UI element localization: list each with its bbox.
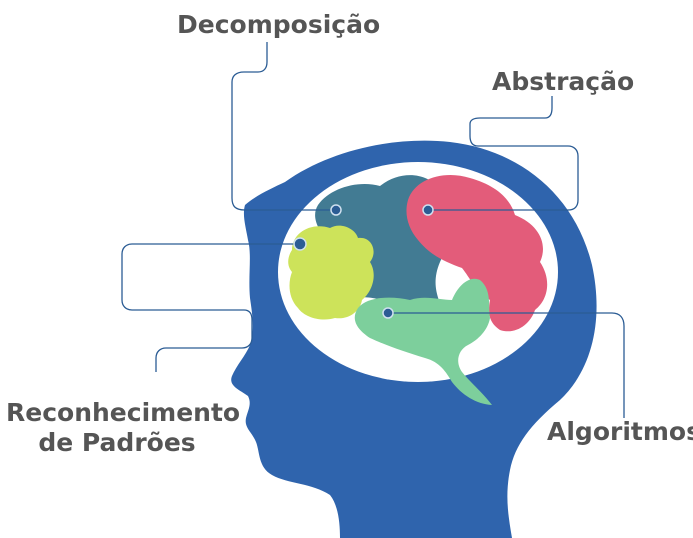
connector-reconhecimento	[121, 243, 300, 372]
label-abstracao: Abstração	[492, 67, 635, 96]
label-reconhecimento-line1: Reconhecimento	[6, 398, 241, 427]
connector-lines	[121, 42, 625, 418]
reconhecimento-lobe	[288, 225, 374, 320]
label-algoritmos: Algoritmos	[547, 417, 693, 446]
label-decomposicao: Decomposição	[177, 10, 381, 39]
connector-algoritmos	[388, 312, 625, 418]
dot-algoritmos	[382, 307, 394, 319]
dot-decomposicao	[330, 204, 342, 216]
connector-decomposicao	[231, 42, 336, 211]
dot-abstracao	[422, 204, 434, 216]
label-reconhecimento-de-padroes: Reconhecimento de Padrões	[6, 398, 241, 458]
label-reconhecimento-line2: de Padrões	[38, 428, 196, 457]
abstracao-lobe	[406, 174, 548, 332]
dot-reconhecimento	[293, 237, 307, 251]
connector-abstracao	[428, 96, 579, 211]
